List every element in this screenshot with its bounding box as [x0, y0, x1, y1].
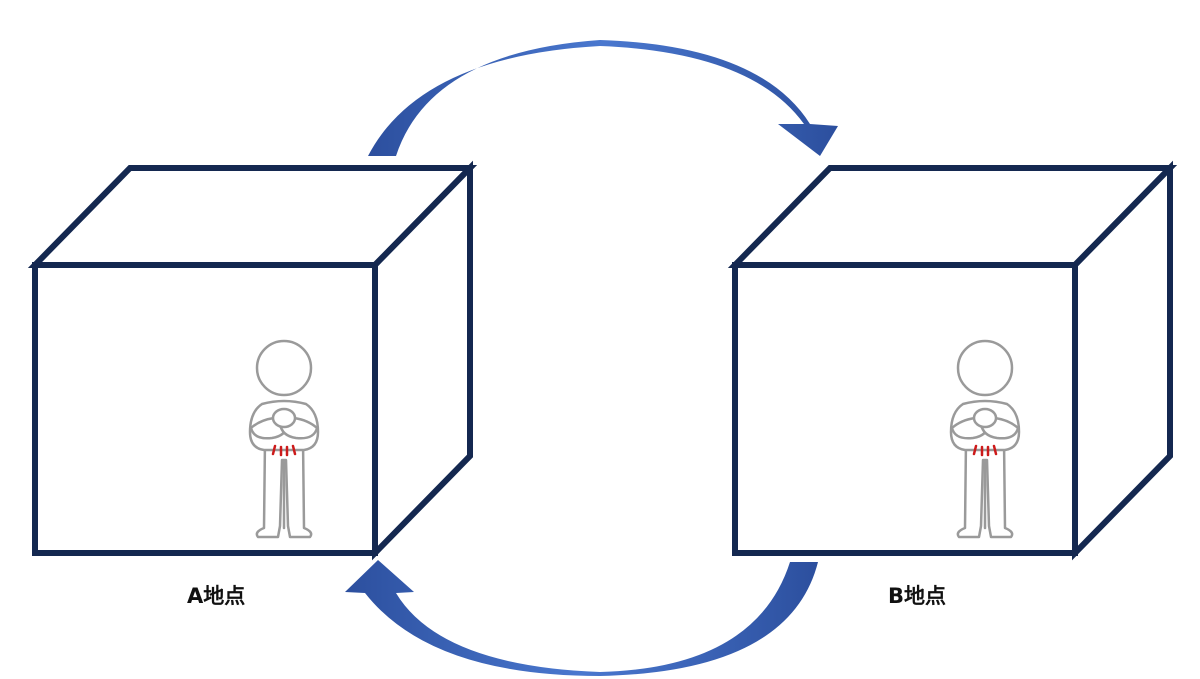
box-b: [727, 160, 1178, 561]
box-a: [27, 160, 478, 561]
arrow-b-to-a: [345, 560, 818, 676]
arrow-a-to-b: [368, 40, 838, 156]
point-a-label: A地点: [187, 584, 246, 608]
point-b-label: B地点: [888, 584, 947, 608]
